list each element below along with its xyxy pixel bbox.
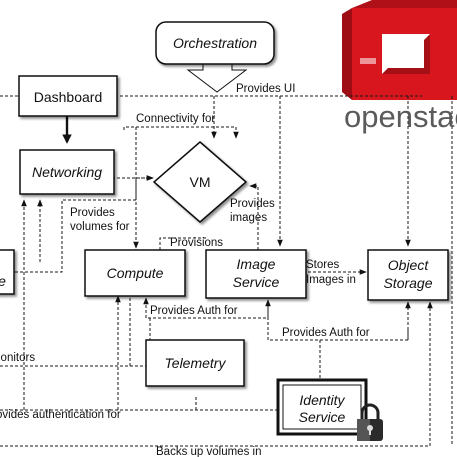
vm-label: VM xyxy=(190,174,211,190)
telemetry-label: Telemetry xyxy=(165,355,227,371)
backs-up-label: Backs up volumes in xyxy=(156,446,261,457)
left-cut-label: e xyxy=(0,273,6,289)
stores-images-label-1: Stores xyxy=(306,259,339,271)
openstack-wordmark: openstac xyxy=(344,99,457,134)
backs-up-line xyxy=(0,301,433,447)
provides-volumes-label-1: Provides xyxy=(70,207,115,219)
identity-service-node-outer xyxy=(276,378,368,436)
compute-label: Compute xyxy=(107,265,164,281)
networking-node xyxy=(19,149,115,195)
connectivity-for-label: Connectivity for xyxy=(136,113,215,125)
orchestration-label: Orchestration xyxy=(173,35,257,51)
networking-label: Networking xyxy=(32,164,102,180)
image-service-label-2: Service xyxy=(233,274,280,290)
identity-service-label-1: Identity xyxy=(299,392,345,408)
orchestration-node xyxy=(155,21,275,65)
object-storage-label-2: Storage xyxy=(383,275,432,291)
identity-service-node-inner xyxy=(282,384,362,430)
monitors-label: lonitors xyxy=(0,352,35,364)
image-service-node xyxy=(205,249,307,299)
left-cut-node xyxy=(0,249,15,295)
object-storage-node xyxy=(367,249,449,301)
provides-images-label-2: images xyxy=(230,212,267,224)
stores-images-label-2: Images in xyxy=(306,274,356,286)
openstack-logo xyxy=(342,0,457,100)
provides-volumes-line xyxy=(0,175,154,273)
lock-icon xyxy=(357,403,383,441)
dashboard-label: Dashboard xyxy=(34,89,103,105)
provides-auth-storage-label: Provides Auth for xyxy=(282,327,370,339)
provisions-line xyxy=(159,237,206,250)
identity-service-label-2: Service xyxy=(299,409,346,425)
vm-node xyxy=(152,141,248,223)
provides-ui-label: Provides UI xyxy=(236,83,295,95)
image-service-label-1: Image xyxy=(237,256,276,272)
connectors xyxy=(0,95,453,447)
provisions-label: Provisions xyxy=(170,237,223,249)
object-storage-label-1: Object xyxy=(388,257,430,273)
compute-node xyxy=(84,249,186,297)
connectivity-line xyxy=(123,126,239,139)
provides-images-label-1: Provides xyxy=(230,198,275,210)
provides-auth-compute-label: Provides Auth for xyxy=(150,305,238,317)
provides-images-line xyxy=(249,183,259,250)
dashboard-node xyxy=(18,75,118,117)
telemetry-node xyxy=(145,339,245,387)
auth-to-compute xyxy=(143,297,269,319)
provides-authentication-label: ovides authentication for xyxy=(0,409,121,421)
provides-volumes-label-2: volumes for xyxy=(70,221,130,233)
